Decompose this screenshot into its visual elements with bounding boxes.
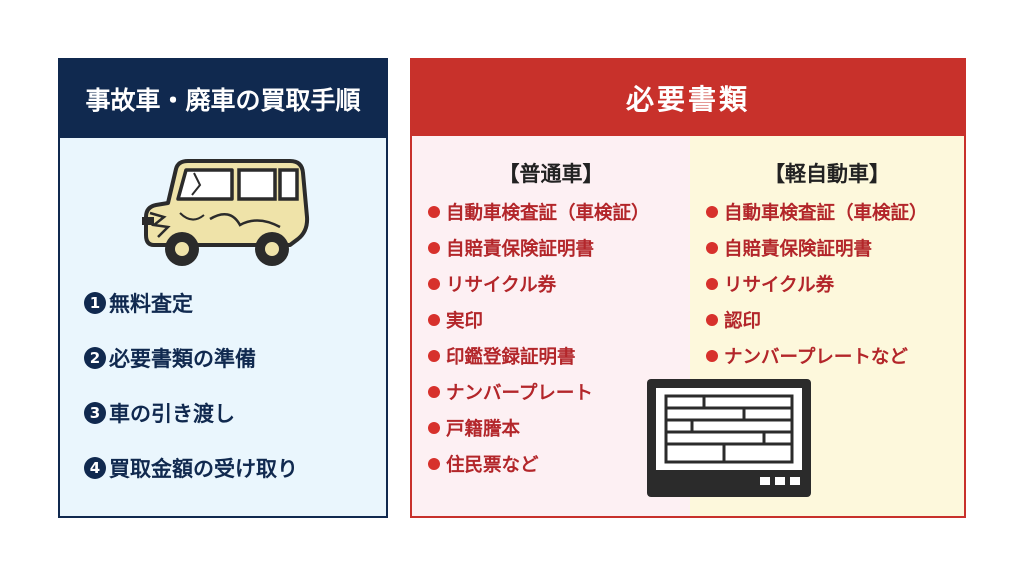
document-icon bbox=[647, 379, 811, 497]
step-label: 必要書類の準備 bbox=[109, 347, 256, 371]
kei-car-list: 自動車検査証（車検証） 自賠責保険証明書 リサイクル券 認印 ナンバープレートな… bbox=[706, 194, 928, 374]
list-item: リサイクル券 bbox=[706, 266, 928, 302]
bullet-icon bbox=[428, 458, 440, 470]
list-item-label: リサイクル券 bbox=[446, 275, 557, 296]
list-item-label: 住民票など bbox=[446, 455, 539, 476]
step-number: 2 bbox=[84, 347, 106, 369]
step-label: 車の引き渡し bbox=[109, 402, 235, 426]
kei-car-title: 【軽自動車】 bbox=[764, 162, 890, 186]
list-item: 住民票など bbox=[428, 446, 650, 482]
damaged-car-icon bbox=[142, 159, 310, 266]
step-number: 4 bbox=[84, 457, 106, 479]
bullet-icon bbox=[706, 350, 718, 362]
list-item-label: 認印 bbox=[724, 311, 762, 332]
list-item: 自賠責保険証明書 bbox=[706, 230, 928, 266]
step-label: 無料査定 bbox=[109, 292, 193, 316]
bullet-icon bbox=[428, 314, 440, 326]
list-item-label: 自賠責保険証明書 bbox=[724, 239, 873, 260]
bullet-icon bbox=[706, 314, 718, 326]
list-item: 戸籍謄本 bbox=[428, 410, 650, 446]
step-number: 3 bbox=[84, 402, 106, 424]
list-item-label: 戸籍謄本 bbox=[446, 419, 521, 440]
documents-panel: 必要書類 【普通車】 自動車検査証（車検証） 自賠責保険証明書 リサイクル券 実… bbox=[410, 58, 966, 518]
bullet-icon bbox=[428, 278, 440, 290]
step-number: 1 bbox=[84, 292, 106, 314]
list-item: 自動車検査証（車検証） bbox=[706, 194, 928, 230]
bullet-icon bbox=[706, 278, 718, 290]
list-item-label: リサイクル券 bbox=[724, 275, 835, 296]
list-item-label: ナンバープレートなど bbox=[724, 347, 908, 368]
list-item: 実印 bbox=[428, 302, 650, 338]
regular-car-list: 自動車検査証（車検証） 自賠責保険証明書 リサイクル券 実印 印鑑登録証明書 ナ… bbox=[428, 194, 650, 482]
regular-car-column: 【普通車】 自動車検査証（車検証） 自賠責保険証明書 リサイクル券 実印 印鑑登… bbox=[412, 136, 690, 516]
procedure-title: 事故車・廃車の買取手順 bbox=[60, 60, 386, 138]
list-item: 自賠責保険証明書 bbox=[428, 230, 650, 266]
step-label: 買取金額の受け取り bbox=[109, 457, 298, 481]
list-item: ナンバープレートなど bbox=[706, 338, 928, 374]
bullet-icon bbox=[428, 206, 440, 218]
bullet-icon bbox=[428, 242, 440, 254]
list-item: リサイクル券 bbox=[428, 266, 650, 302]
documents-title: 必要書類 bbox=[412, 60, 964, 136]
list-item-label: 実印 bbox=[446, 311, 484, 332]
bullet-icon bbox=[706, 206, 718, 218]
bullet-icon bbox=[428, 386, 440, 398]
list-item-label: 自賠責保険証明書 bbox=[446, 239, 595, 260]
list-item-label: 印鑑登録証明書 bbox=[446, 347, 576, 368]
list-item-label: 自動車検査証（車検証） bbox=[724, 203, 928, 224]
list-item: 印鑑登録証明書 bbox=[428, 338, 650, 374]
bullet-icon bbox=[428, 422, 440, 434]
list-item: 自動車検査証（車検証） bbox=[428, 194, 650, 230]
list-item-label: 自動車検査証（車検証） bbox=[446, 203, 650, 224]
regular-car-title: 【普通車】 bbox=[498, 162, 604, 186]
bullet-icon bbox=[428, 350, 440, 362]
list-item: 認印 bbox=[706, 302, 928, 338]
list-item: ナンバープレート bbox=[428, 374, 650, 410]
list-item-label: ナンバープレート bbox=[446, 383, 593, 404]
bullet-icon bbox=[706, 242, 718, 254]
